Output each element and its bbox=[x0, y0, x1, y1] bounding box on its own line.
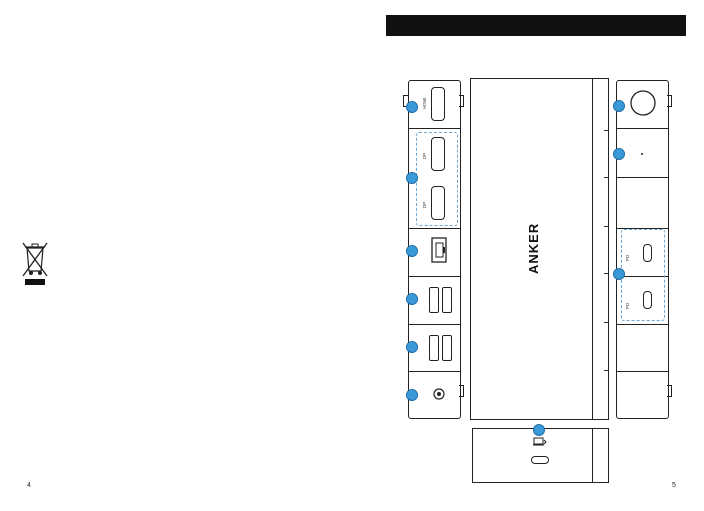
device-bottom-panel bbox=[472, 428, 609, 483]
usb-a-port-icon bbox=[429, 287, 439, 313]
callout-bubble bbox=[406, 172, 418, 184]
device-top-view: ANKER bbox=[470, 78, 609, 420]
callout-bubble bbox=[406, 341, 418, 353]
panel-tab bbox=[667, 385, 672, 397]
power-button-icon bbox=[629, 89, 657, 122]
panel-tab bbox=[459, 95, 464, 107]
led-indicator-icon bbox=[641, 153, 643, 155]
brand-logo: ANKER bbox=[526, 223, 541, 274]
hdmi-port-icon bbox=[431, 87, 445, 121]
left-page-number: 4 bbox=[27, 482, 31, 489]
ethernet-port-icon bbox=[431, 237, 447, 263]
callout-bubble bbox=[406, 293, 418, 305]
hdmi-label: HDMI bbox=[422, 98, 427, 110]
callout-bubble bbox=[406, 389, 418, 401]
usb-a-port-icon bbox=[429, 335, 439, 361]
callout-bubble bbox=[613, 148, 625, 160]
callout-bubble bbox=[533, 424, 545, 436]
callout-bubble bbox=[406, 245, 418, 257]
panel-tab bbox=[667, 95, 672, 107]
usb-a-port-icon bbox=[442, 335, 452, 361]
right-page-number: 5 bbox=[672, 482, 676, 489]
crossed-out-wheelie-bin-icon bbox=[20, 238, 50, 288]
callout-bubble bbox=[406, 101, 418, 113]
callout-bubble bbox=[613, 100, 625, 112]
audio-jack-icon bbox=[433, 387, 445, 405]
usb-a-port-icon bbox=[442, 287, 452, 313]
usb-c-port-icon bbox=[531, 456, 549, 464]
callout-bubble bbox=[613, 268, 625, 280]
panel-tab bbox=[459, 385, 464, 397]
section-header-bar bbox=[386, 15, 686, 36]
right-side-panel: PD PD bbox=[616, 80, 669, 419]
